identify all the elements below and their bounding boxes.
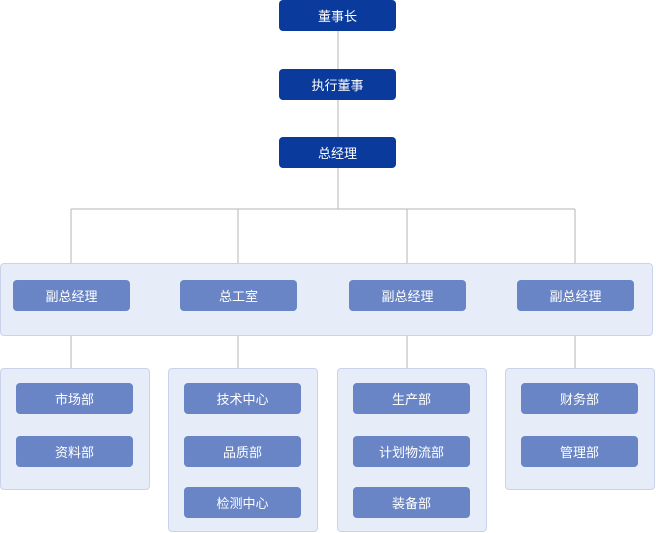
vp-node-2[interactable]: 副总经理 — [349, 280, 466, 311]
dept-finance[interactable]: 财务部 — [521, 383, 638, 414]
dept-planning-logistics[interactable]: 计划物流部 — [353, 436, 470, 467]
dept-documents[interactable]: 资料部 — [16, 436, 133, 467]
dept-management[interactable]: 管理部 — [521, 436, 638, 467]
dept-production[interactable]: 生产部 — [353, 383, 470, 414]
dept-equipment[interactable]: 装备部 — [353, 487, 470, 518]
chief-engineer-office-node[interactable]: 总工室 — [180, 280, 297, 311]
vp-node-1[interactable]: 副总经理 — [13, 280, 130, 311]
dept-quality[interactable]: 品质部 — [184, 436, 301, 467]
vp-node-3[interactable]: 副总经理 — [517, 280, 634, 311]
chairman-node[interactable]: 董事长 — [279, 0, 396, 31]
general-manager-node[interactable]: 总经理 — [279, 137, 396, 168]
exec-director-node[interactable]: 执行董事 — [279, 69, 396, 100]
dept-testing-center[interactable]: 检测中心 — [184, 487, 301, 518]
dept-tech-center[interactable]: 技术中心 — [184, 383, 301, 414]
dept-marketing[interactable]: 市场部 — [16, 383, 133, 414]
